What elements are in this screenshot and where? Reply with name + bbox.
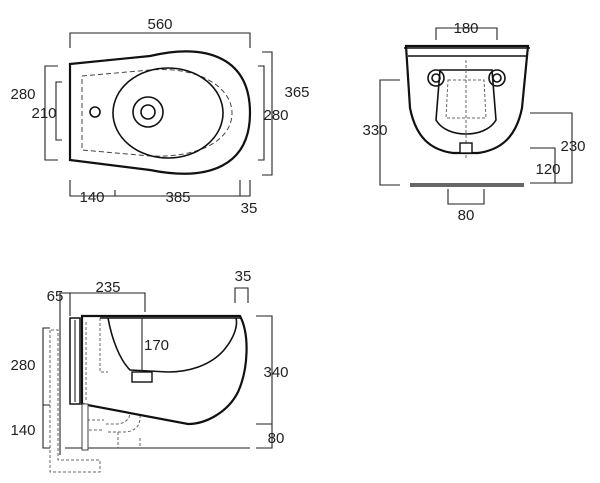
dim-340-label: 340 bbox=[263, 364, 288, 381]
top-view-tap-hole bbox=[89, 106, 101, 118]
top-view-bowl-rim bbox=[112, 67, 224, 159]
dim-330-label: 330 bbox=[362, 122, 387, 139]
dim-330-line bbox=[379, 79, 400, 186]
dim-235-line bbox=[70, 292, 146, 312]
top-view-drain-inner bbox=[140, 104, 156, 120]
dim-230-label: 230 bbox=[560, 138, 585, 155]
dim-35-top-line bbox=[234, 287, 249, 303]
top-view-bowl-dashed bbox=[81, 69, 233, 157]
dim-235-label: 235 bbox=[95, 279, 120, 296]
dim-560-label: 560 bbox=[147, 16, 172, 33]
front-view-outline bbox=[404, 44, 530, 155]
side-view-outlet bbox=[131, 371, 153, 383]
dim-180-line bbox=[435, 27, 498, 40]
side-view-bowl bbox=[107, 317, 238, 373]
dim-280-left-label: 280 bbox=[10, 86, 35, 103]
dim-65-line bbox=[59, 292, 71, 316]
dim-230-line bbox=[530, 112, 573, 184]
side-view-floor-pad bbox=[81, 403, 89, 451]
top-view: 560 280 210 280 365 140 385 35 bbox=[10, 16, 309, 217]
dim-210-line bbox=[55, 81, 62, 141]
dim-120-label: 120 bbox=[535, 161, 560, 178]
dim-80-side-label: 80 bbox=[268, 430, 285, 447]
dim-560-line bbox=[69, 32, 251, 48]
front-view-bolt-right-outer bbox=[488, 69, 506, 87]
dim-210-label: 210 bbox=[31, 105, 56, 122]
dim-280-side-label: 280 bbox=[10, 357, 35, 374]
dim-bottom-line bbox=[69, 180, 251, 197]
side-view: 65 235 35 170 280 140 340 80 bbox=[10, 268, 289, 473]
front-view: 180 330 230 120 80 bbox=[362, 20, 585, 224]
dim-365-label: 365 bbox=[284, 84, 309, 101]
dim-140-side-line bbox=[42, 405, 50, 449]
dim-120-line bbox=[530, 147, 556, 183]
top-view-outline bbox=[68, 50, 252, 175]
front-view-drain bbox=[459, 142, 473, 154]
side-view-frame-dashed bbox=[49, 329, 101, 473]
front-view-bolt-left-outer bbox=[427, 69, 445, 87]
front-view-inner-detail bbox=[445, 79, 487, 119]
side-view-body bbox=[80, 314, 248, 426]
dim-280-right-line bbox=[258, 65, 265, 161]
front-view-inner bbox=[435, 69, 497, 135]
dim-365-line bbox=[262, 51, 273, 176]
dim-280-left-line bbox=[44, 65, 58, 161]
dim-140-side-label: 140 bbox=[10, 422, 35, 439]
dim-80-front-label: 80 bbox=[458, 207, 475, 224]
dim-35-top-label: 35 bbox=[235, 268, 252, 285]
dim-180-label: 180 bbox=[453, 20, 478, 37]
dim-80-front-line bbox=[447, 189, 485, 205]
dim-340-line bbox=[256, 315, 273, 425]
side-view-inner-dashed bbox=[85, 318, 108, 400]
front-view-floor bbox=[410, 183, 524, 187]
dim-280-side-line bbox=[42, 327, 50, 406]
front-view-bolt-right-inner bbox=[492, 73, 502, 83]
dim-280-right-label: 280 bbox=[263, 107, 288, 124]
front-view-bolt-left-inner bbox=[431, 73, 441, 83]
front-view-rim bbox=[404, 47, 530, 57]
dim-80-side-line bbox=[256, 424, 273, 449]
dim-385-label: 385 bbox=[165, 189, 190, 206]
top-view-drain-outer bbox=[132, 96, 164, 128]
dim-35-bottom-label: 35 bbox=[241, 200, 258, 217]
dim-140-label: 140 bbox=[79, 189, 104, 206]
dim-65-label: 65 bbox=[47, 288, 64, 305]
dim-170-label: 170 bbox=[144, 337, 169, 354]
